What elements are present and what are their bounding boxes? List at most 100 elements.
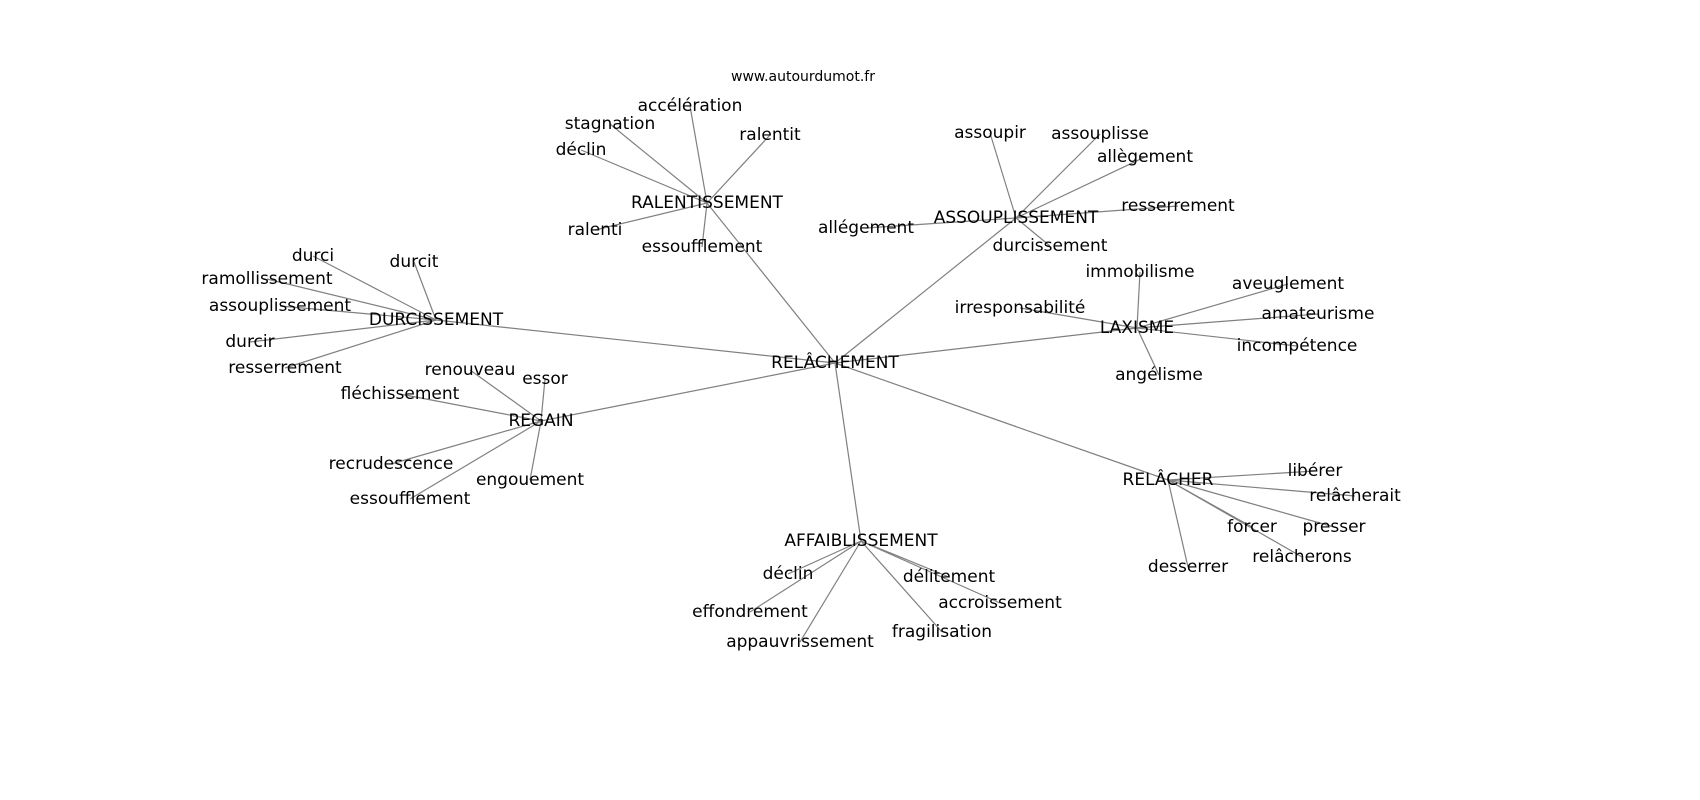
leaf-node-label[interactable]: irresponsabilité xyxy=(955,298,1086,318)
leaf-node-label[interactable]: effondrement xyxy=(692,602,808,622)
leaf-node-label[interactable]: durcit xyxy=(390,252,439,272)
leaf-node-label[interactable]: ralentit xyxy=(739,125,801,145)
edge-hub-leaf xyxy=(1136,271,1141,329)
leaf-node-label[interactable]: ralenti xyxy=(568,220,623,240)
hub-node-label[interactable]: RALENTISSEMENT xyxy=(631,193,784,213)
leaf-node-label[interactable]: amateurisme xyxy=(1262,304,1375,324)
edge-hub-leaf xyxy=(701,202,708,248)
edge-hub-leaf xyxy=(594,202,708,231)
leaf-node-label[interactable]: incompétence xyxy=(1237,336,1358,356)
edge-center-hub xyxy=(540,362,836,422)
leaf-node-label[interactable]: déclin xyxy=(556,140,607,160)
leaf-node-label[interactable]: fléchissement xyxy=(341,384,460,404)
edge-hub-leaf xyxy=(865,217,1017,229)
leaf-node-label[interactable]: libérer xyxy=(1288,461,1343,481)
edge-hub-leaf xyxy=(1167,479,1189,568)
edge-hub-leaf xyxy=(1015,156,1146,219)
leaf-node-label[interactable]: relâcherons xyxy=(1252,547,1352,567)
edge-hub-leaf xyxy=(399,393,542,422)
leaf-node-label[interactable]: aveuglement xyxy=(1232,274,1344,294)
edge-hub-leaf xyxy=(580,149,708,204)
edge-hub-leaf xyxy=(1167,479,1335,528)
edge-hub-leaf xyxy=(1136,327,1160,376)
leaf-node-label[interactable]: délitement xyxy=(903,567,996,587)
hub-node-label[interactable]: AFFAIBLISSEMENT xyxy=(784,531,938,551)
leaf-node-label[interactable]: allégement xyxy=(818,218,914,238)
leaf-node-label[interactable]: presser xyxy=(1302,517,1365,537)
edge-hub-leaf xyxy=(860,540,1001,604)
leaf-node-label[interactable]: accroissement xyxy=(938,593,1062,613)
leaf-node-label[interactable]: essoufflement xyxy=(350,489,471,509)
leaf-node-label[interactable]: ramollissement xyxy=(201,269,333,289)
edge-hub-leaf xyxy=(689,105,708,204)
edge-hub-leaf xyxy=(413,261,437,321)
edge-hub-leaf xyxy=(390,420,542,465)
edge-hub-leaf xyxy=(989,132,1017,219)
edge-hub-leaf xyxy=(609,123,708,204)
edge-hub-leaf xyxy=(787,540,862,575)
edge-center-hub xyxy=(435,319,836,364)
edge-hub-leaf xyxy=(1019,307,1138,329)
leaf-node-label[interactable]: essoufflement xyxy=(642,237,763,257)
leaf-node-label[interactable]: durcissement xyxy=(993,236,1108,256)
edge-hub-leaf xyxy=(312,255,437,321)
edge-center-hub xyxy=(834,362,862,542)
edge-hub-leaf xyxy=(284,319,437,369)
edge-hub-leaf xyxy=(706,134,771,204)
hub-node-label[interactable]: REGAIN xyxy=(508,411,573,431)
leaf-node-label[interactable]: assouplisse xyxy=(1051,124,1149,144)
edge-center-hub xyxy=(706,202,836,364)
leaf-node-label[interactable]: forcer xyxy=(1227,517,1277,537)
edge-hub-leaf xyxy=(1015,205,1179,219)
edge-hub-leaf xyxy=(799,540,862,643)
edge-hub-leaf xyxy=(1015,133,1101,219)
leaf-node-label[interactable]: assouplissement xyxy=(209,296,352,316)
edge-hub-leaf xyxy=(1167,479,1303,558)
leaf-node-label[interactable]: stagnation xyxy=(565,114,656,134)
hub-node-label[interactable]: DURCISSEMENT xyxy=(369,310,504,330)
edge-hub-leaf xyxy=(1136,327,1298,347)
edge-hub-leaf xyxy=(1167,470,1316,481)
leaf-node-label[interactable]: angélisme xyxy=(1115,365,1203,385)
hub-node-label[interactable]: RELÂCHER xyxy=(1123,468,1214,490)
hub-node-label[interactable]: LAXISME xyxy=(1100,318,1174,338)
leaf-node-label[interactable]: desserrer xyxy=(1148,557,1228,577)
leaf-node-label[interactable]: déclin xyxy=(763,564,814,584)
leaf-node-label[interactable]: appauvrissement xyxy=(726,632,874,652)
edge-hub-leaf xyxy=(1015,217,1051,247)
edge-hub-leaf xyxy=(529,420,542,481)
edge-hub-leaf xyxy=(279,305,437,321)
hub-node-label[interactable]: ASSOUPLISSEMENT xyxy=(934,208,1099,228)
leaf-node-label[interactable]: relâcherait xyxy=(1309,486,1401,506)
edge-hub-leaf xyxy=(469,369,542,422)
leaf-node-label[interactable]: immobilisme xyxy=(1085,262,1194,282)
leaf-node-label[interactable]: engouement xyxy=(476,470,584,490)
edge-hub-leaf xyxy=(1136,283,1289,329)
edge-hub-leaf xyxy=(860,540,943,633)
leaf-node-label[interactable]: allègement xyxy=(1097,147,1193,167)
leaf-node-label[interactable]: renouveau xyxy=(425,360,516,380)
edge-hub-leaf xyxy=(1136,313,1319,329)
leaf-node-label[interactable]: resserrement xyxy=(228,358,342,378)
edge-hub-leaf xyxy=(1167,479,1356,497)
leaf-node-label[interactable]: durcir xyxy=(225,332,274,352)
edge-hub-leaf xyxy=(249,319,437,343)
center-node-label[interactable]: RELÂCHEMENT xyxy=(771,351,899,373)
edge-hub-leaf xyxy=(266,278,437,321)
edge-hub-leaf xyxy=(540,378,546,422)
site-title: www.autourdumot.fr xyxy=(731,69,875,85)
leaf-node-label[interactable]: recrudescence xyxy=(329,454,454,474)
leaf-node-label[interactable]: accélération xyxy=(638,96,743,116)
nodes: RELÂCHEMENT RALENTISSEMENT stagnationaccél… xyxy=(201,96,1401,652)
leaf-node-label[interactable]: durci xyxy=(292,246,334,266)
leaf-node-label[interactable]: resserrement xyxy=(1121,196,1235,216)
leaf-node-label[interactable]: assoupir xyxy=(954,123,1026,143)
edge-hub-leaf xyxy=(409,420,542,500)
leaf-node-label[interactable]: fragilisation xyxy=(892,622,992,642)
leaf-node-label[interactable]: essor xyxy=(522,369,568,389)
edge-center-hub xyxy=(834,217,1017,364)
edge-center-hub xyxy=(834,362,1169,481)
edges xyxy=(249,105,1356,643)
edge-hub-leaf xyxy=(749,540,862,613)
